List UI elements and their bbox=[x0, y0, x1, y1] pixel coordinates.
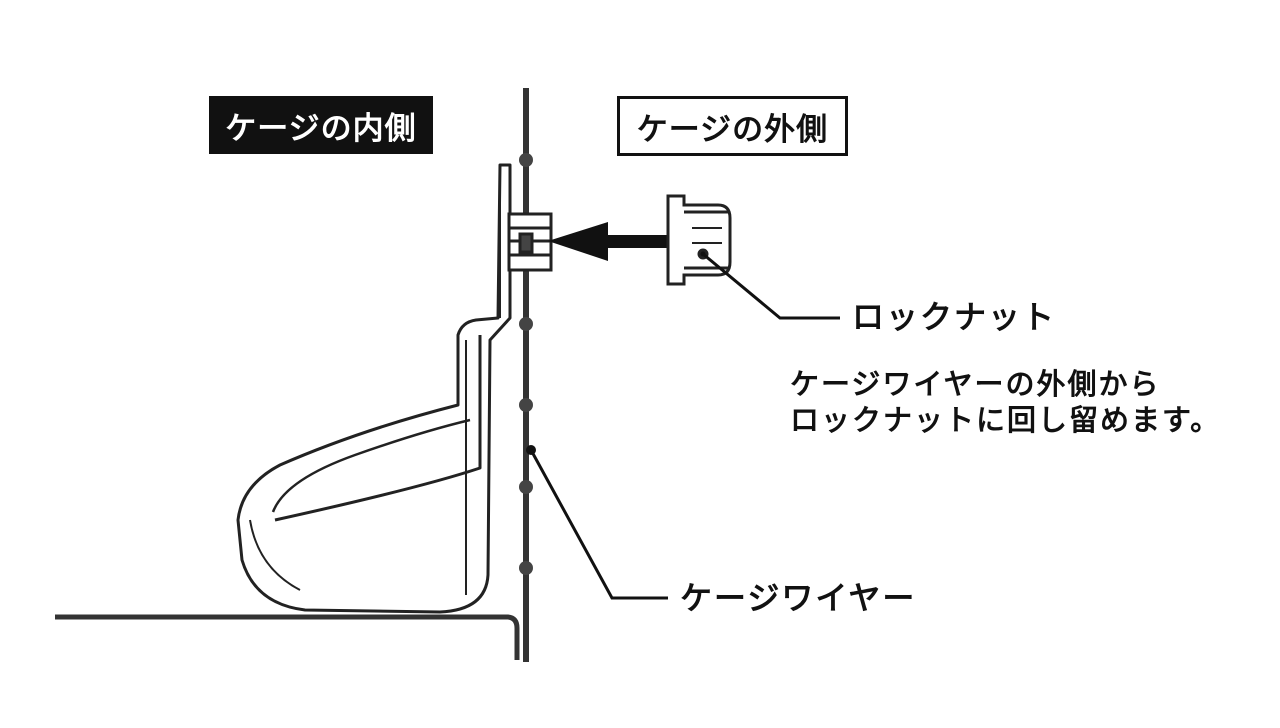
instruction-note: ケージワイヤーの外側から ロックナットに回し留めます。 bbox=[790, 366, 1221, 438]
cage-outside-label: ケージの外側 bbox=[617, 96, 848, 156]
note-line-1: ケージワイヤーの外側から bbox=[790, 367, 1161, 401]
lock-nut-label: ロックナット bbox=[852, 298, 1057, 336]
wire-joints bbox=[519, 153, 533, 575]
note-line-2: ロックナットに回し留めます。 bbox=[790, 403, 1222, 437]
feeder-bowl bbox=[236, 163, 512, 614]
insert-arrow bbox=[548, 222, 668, 261]
floor-line bbox=[55, 614, 520, 660]
cage-wire-label: ケージワイヤー bbox=[680, 579, 917, 617]
lock-nut-leader bbox=[702, 252, 840, 320]
lock-nut bbox=[666, 194, 732, 286]
bolt bbox=[507, 212, 553, 272]
cage-inside-label: ケージの内側 bbox=[209, 96, 433, 154]
cage-wire-leader bbox=[529, 449, 668, 600]
